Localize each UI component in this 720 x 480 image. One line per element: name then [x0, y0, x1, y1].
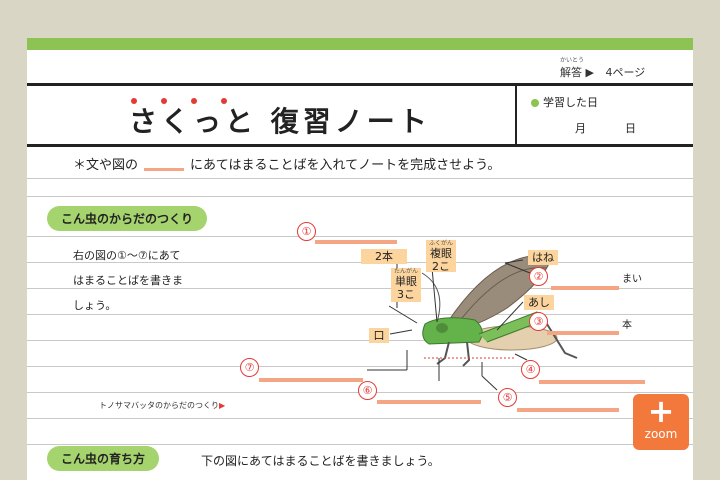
number-5: ⑤	[498, 388, 517, 407]
number-6: ⑥	[358, 381, 377, 400]
pointer-line	[390, 330, 412, 334]
number-4: ④	[521, 360, 540, 379]
plus-icon: +	[633, 394, 689, 428]
answer-blank-7[interactable]	[259, 378, 363, 382]
pointer-line	[497, 302, 523, 330]
number-3: ③	[529, 312, 548, 331]
pointer-line	[505, 263, 530, 273]
tag-mouth: 口	[369, 328, 389, 343]
tag-leg: あし	[524, 295, 554, 310]
number-7: ⑦	[240, 358, 259, 377]
suffix-hon: 本	[622, 316, 632, 331]
pointer-line	[482, 376, 497, 390]
zoom-label: zoom	[633, 428, 689, 440]
worksheet-page: かいとう 解答 ▶ 4ページ さくっと 復習ノート 学習した日 月 日 ＊文や図…	[27, 38, 693, 480]
zoom-button[interactable]: + zoom	[633, 394, 689, 450]
tag-wing: はね	[528, 250, 558, 265]
answer-blank-4[interactable]	[539, 380, 645, 384]
answer-blank-2[interactable]	[551, 286, 619, 290]
section2-instruction: 下の図にあてはまることばを書きましょう。	[201, 452, 440, 469]
pointer-line	[515, 354, 527, 360]
answer-blank-6[interactable]	[377, 400, 481, 404]
pointer-lines	[27, 38, 693, 480]
suffix-mai: まい	[622, 270, 642, 285]
answer-blank-1[interactable]	[315, 240, 397, 244]
pointer-line	[432, 268, 437, 322]
tag-two-legs: 2本	[361, 249, 407, 264]
answer-blank-3[interactable]	[547, 331, 619, 335]
pointer-line	[505, 260, 523, 263]
number-2: ②	[529, 267, 548, 286]
pointer-line	[389, 306, 417, 323]
section-heading-growth: こん虫の育ち方	[47, 446, 159, 471]
answer-blank-5[interactable]	[517, 408, 619, 412]
number-1: ①	[297, 222, 316, 241]
